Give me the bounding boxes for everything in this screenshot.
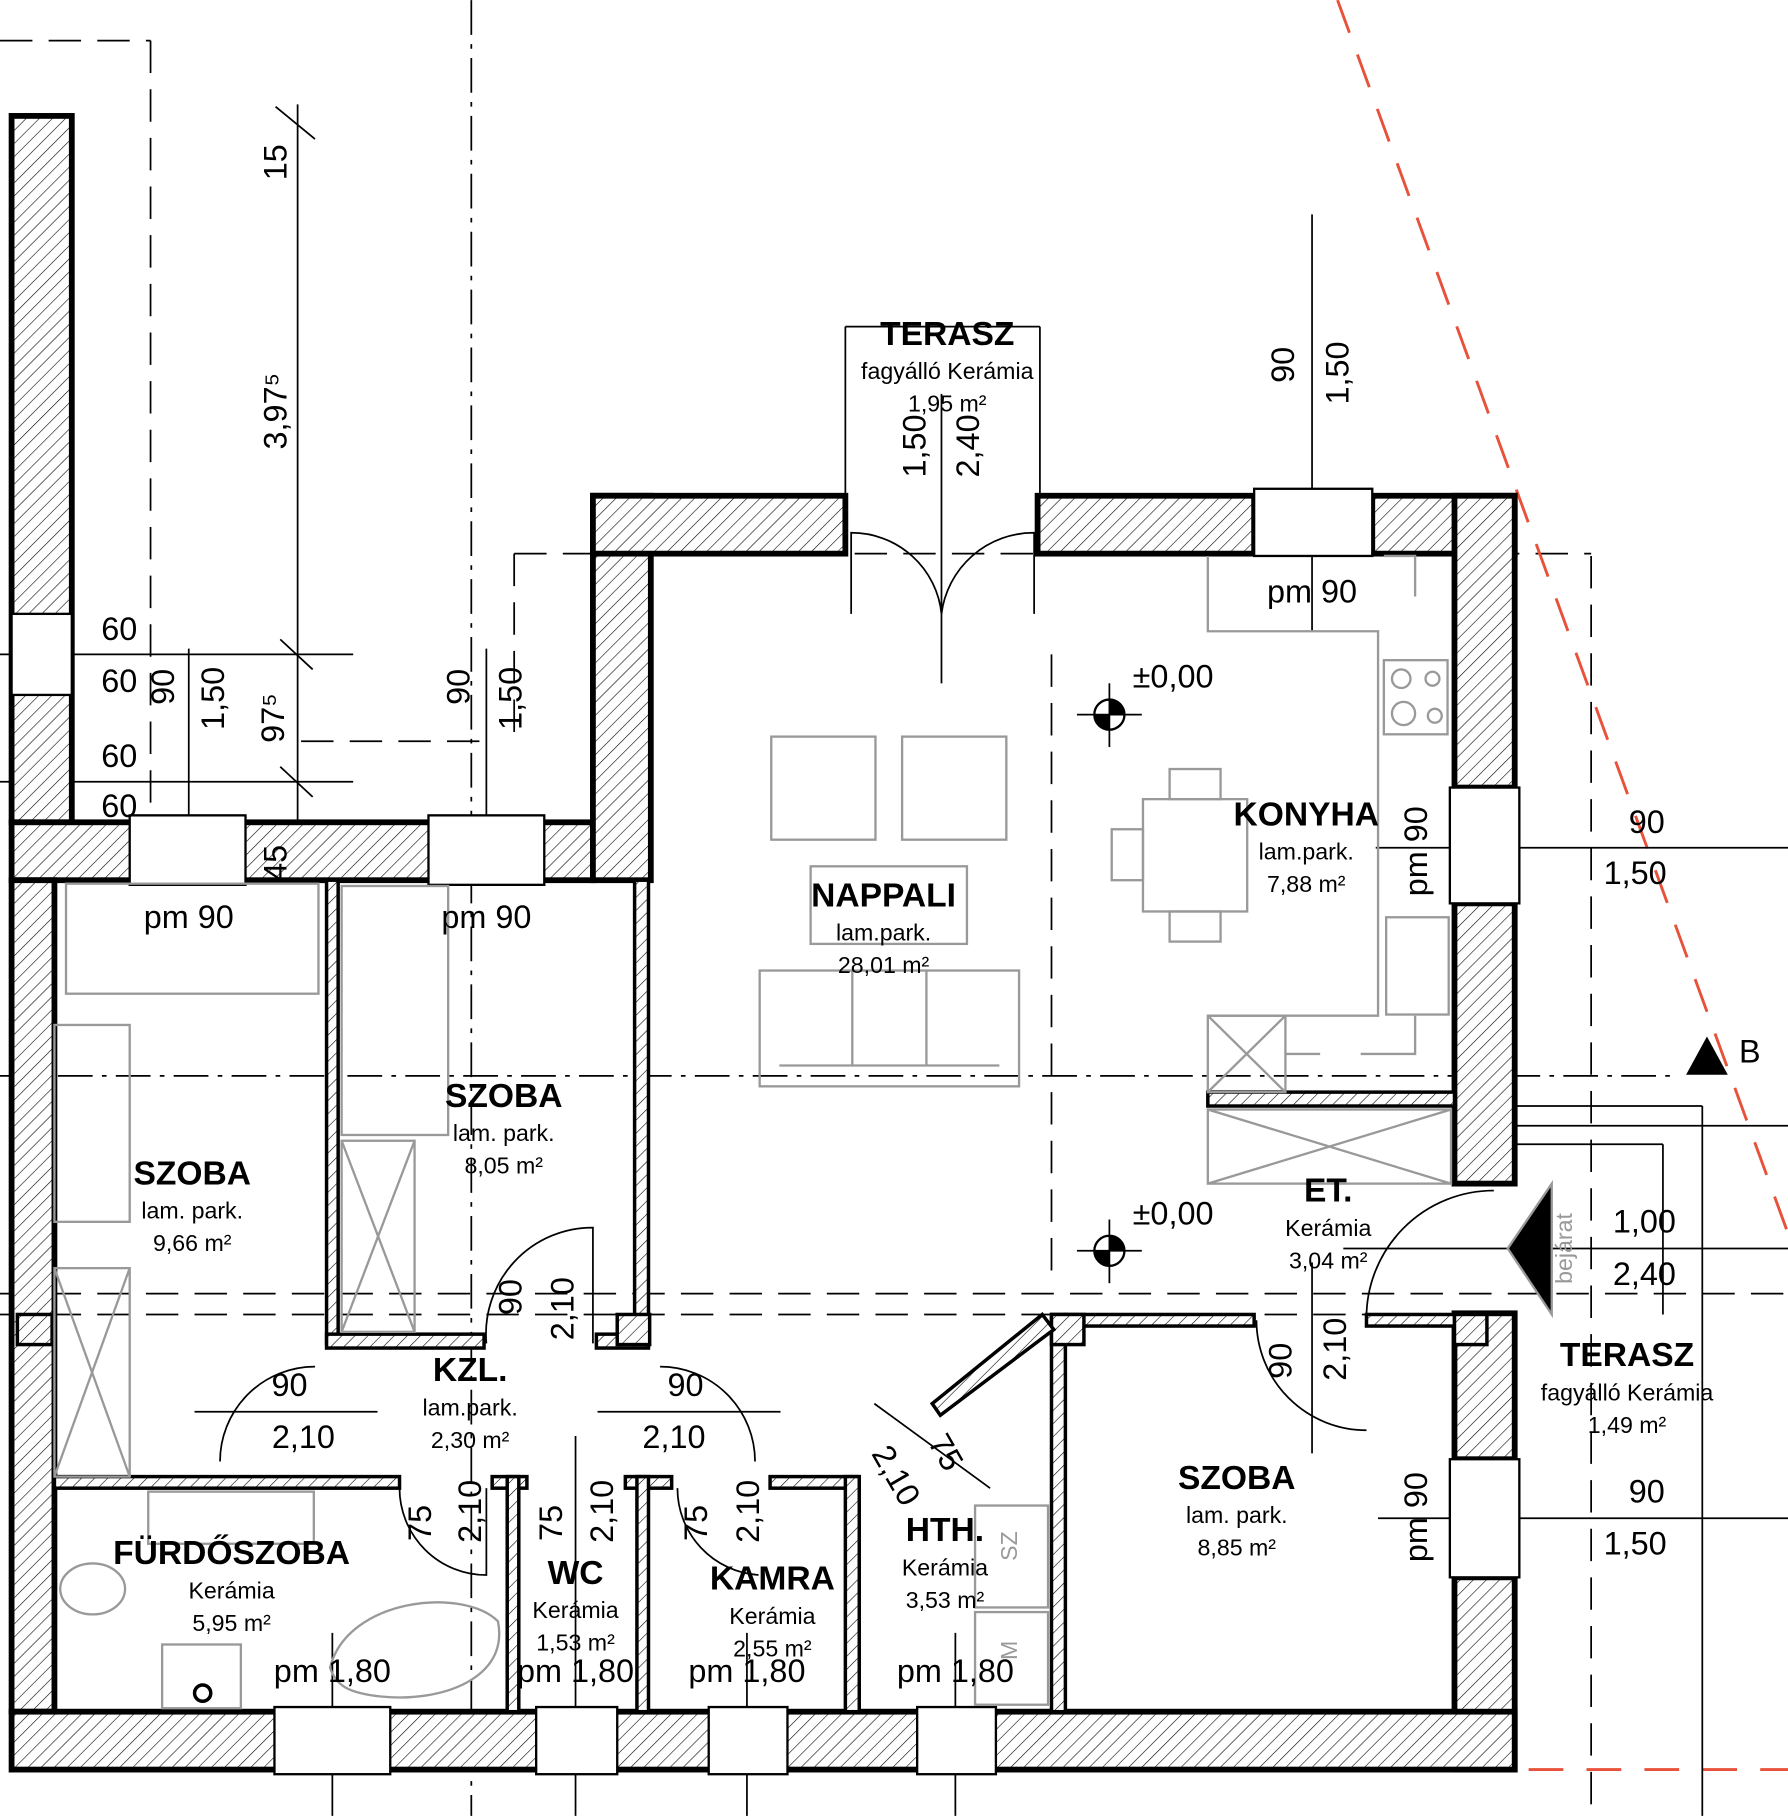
room-floor: lam. park. [453, 1120, 555, 1146]
section-marker-label: B [1739, 1033, 1761, 1069]
room-floor: Kerámia [188, 1578, 274, 1604]
room-name: NAPPALI [811, 877, 956, 914]
level-markers [1076, 683, 1142, 1284]
room-floor: lam. park. [141, 1198, 243, 1224]
dimension-label: 1,50 [1604, 1526, 1667, 1562]
room-floor: fagyálló Kerámia [1541, 1379, 1714, 1405]
room-area: 8,05 m² [464, 1153, 543, 1179]
dimension-label: 75 [402, 1505, 438, 1541]
room-floor: lam. park. [1186, 1502, 1288, 1528]
dimension-label: pm 90 [441, 899, 531, 935]
room-name: ET. [1304, 1173, 1353, 1210]
dimension-label: 90 [668, 1367, 704, 1403]
dimension-label: 1,50 [1604, 855, 1667, 891]
dimension-label: 2,10 [865, 1439, 928, 1512]
room-name: KAMRA [710, 1561, 835, 1598]
dimension-label: 90 [271, 1367, 307, 1403]
windows[interactable] [10, 487, 1521, 1776]
dimension-label: pm 90 [1267, 574, 1357, 610]
dimension-label: 90 [1629, 804, 1665, 840]
dimension-label: 60 [101, 788, 137, 824]
room-name: SZOBA [133, 1155, 251, 1192]
room-name: FÜRDŐSZOBA [113, 1534, 350, 1572]
level-label: ±0,00 [1133, 658, 1214, 694]
room-area: 2,30 m² [431, 1427, 510, 1453]
room-name: KZL. [433, 1352, 508, 1389]
room-name: KONYHA [1234, 796, 1380, 833]
doors[interactable] [219, 531, 1494, 1576]
dimension-label: pm 1,80 [688, 1653, 805, 1689]
level-label: ±0,00 [1133, 1196, 1214, 1232]
dimension-label: pm 1,80 [517, 1653, 634, 1689]
room-floor: Kerámia [1285, 1215, 1371, 1241]
dimension-label: pm 90 [144, 899, 234, 935]
room-area: 3,04 m² [1289, 1247, 1368, 1273]
room-area: 5,95 m² [192, 1610, 271, 1636]
room-name: TERASZ [1560, 1337, 1694, 1374]
dimension-label: 2,10 [642, 1419, 705, 1455]
entrance-label: bejárat [1551, 1212, 1577, 1283]
fixture-label: SZ [996, 1531, 1022, 1561]
interior-walls [15, 878, 1489, 1714]
dimension-label: 2,10 [730, 1480, 766, 1543]
room-floor: lam.park. [423, 1395, 518, 1421]
dimension-label: 1,50 [195, 667, 231, 730]
dimension-label: 90 [1629, 1474, 1665, 1510]
dimension-label: 90 [440, 669, 476, 705]
dimension-label: 97⁵ [255, 693, 291, 742]
dimension-label: 2,40 [950, 414, 986, 477]
room-area: 2,55 m² [733, 1635, 812, 1661]
furniture [53, 554, 1453, 1710]
dimension-label: 1,00 [1613, 1204, 1676, 1240]
room-name: SZOBA [1178, 1460, 1296, 1497]
dimension-label: 2,40 [1613, 1256, 1676, 1292]
labels: TERASZ fagyálló Kerámia 1,95 m² NAPPALI lam.… [101, 144, 1760, 1689]
dimension-label: 60 [101, 611, 137, 647]
room-floor: lam.park. [836, 920, 931, 946]
room-floor: Kerámia [532, 1597, 618, 1623]
room-name: SZOBA [445, 1078, 563, 1115]
dimension-label: 75 [678, 1505, 714, 1541]
room-name: TERASZ [880, 316, 1014, 353]
dimension-label: 75 [533, 1505, 569, 1541]
dimension-label: 90 [493, 1279, 529, 1315]
room-area: 3,53 m² [906, 1587, 985, 1613]
fixture-label: M [996, 1641, 1022, 1660]
room-area: 1,53 m² [536, 1630, 615, 1656]
dimension-label: pm 1,80 [274, 1653, 391, 1689]
dimension-label: 1,50 [493, 667, 529, 730]
room-area: 7,88 m² [1267, 871, 1346, 897]
room-area: 1,95 m² [908, 391, 987, 417]
section-marker-icon [1686, 1036, 1728, 1075]
room-area: 9,66 m² [153, 1230, 232, 1256]
dimension-label: 1,50 [897, 414, 933, 477]
dimension-label: 60 [101, 738, 137, 774]
room-name: HTH. [906, 1512, 984, 1549]
dimension-label: pm 1,80 [897, 1653, 1014, 1689]
dimension-label: 90 [1265, 347, 1301, 383]
entrance-arrow-icon [1506, 1179, 1553, 1319]
dimension-label: 15 [257, 144, 293, 180]
room-area: 28,01 m² [838, 952, 930, 978]
dimension-label: 2,10 [272, 1419, 335, 1455]
room-name: WC [548, 1555, 604, 1592]
dimension-label: 1,50 [1319, 341, 1355, 404]
dimension-label: pm 90 [1398, 1472, 1434, 1562]
room-area: 8,85 m² [1198, 1535, 1277, 1561]
dimension-label: 3,97⁵ [257, 373, 293, 450]
room-floor: Kerámia [729, 1603, 815, 1629]
dimension-label: 2,10 [545, 1277, 581, 1340]
room-area: 1,49 m² [1588, 1412, 1667, 1438]
room-floor: fagyálló Kerámia [861, 358, 1034, 384]
dimension-label: 90 [145, 669, 181, 705]
dimension-label: 2,10 [584, 1480, 620, 1543]
dimension-label: 90 [1263, 1343, 1299, 1379]
dimension-label: 2,10 [1317, 1318, 1353, 1381]
dimension-label: pm 90 [1398, 806, 1434, 896]
dimension-label: 45 [257, 845, 293, 881]
room-floor: Kerámia [902, 1554, 988, 1580]
room-floor: lam.park. [1259, 839, 1354, 865]
dimension-label: 60 [101, 663, 137, 699]
dimension-label: 2,10 [452, 1480, 488, 1543]
